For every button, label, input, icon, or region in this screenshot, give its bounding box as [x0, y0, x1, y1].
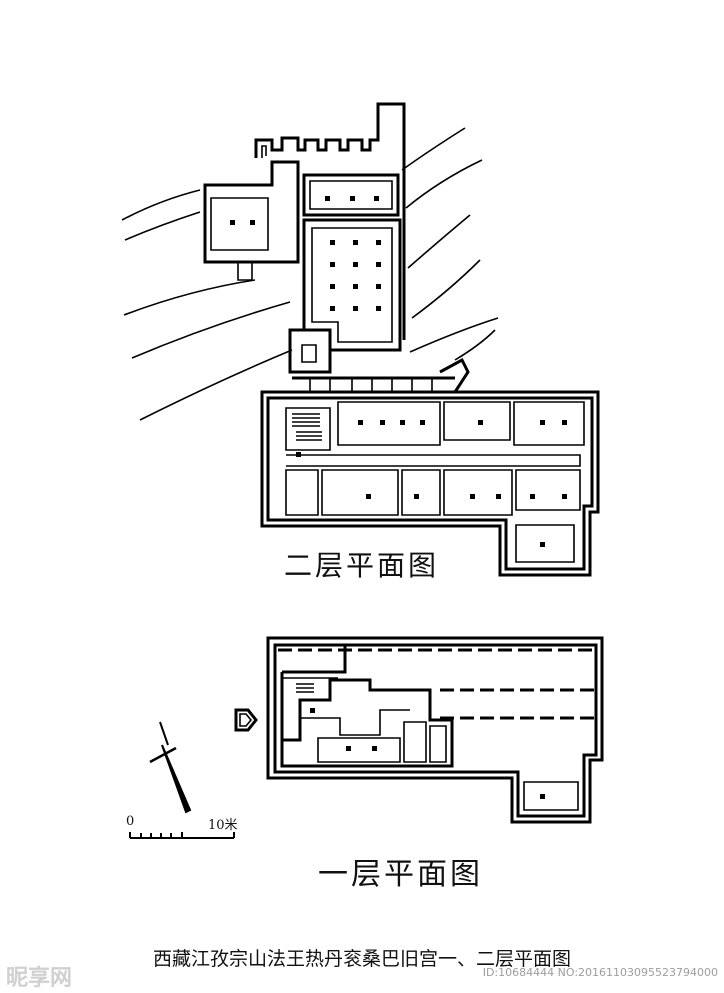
upper-floor-title: 二层平面图 — [284, 549, 440, 582]
scale-end-label: 10米 — [208, 818, 238, 833]
second-floor-main-block — [260, 390, 600, 577]
watermark-id: ID:10684444 NO:20161103095523794000 — [482, 966, 718, 979]
scale-bar — [129, 832, 235, 839]
north-arrow — [149, 721, 192, 814]
watermark-brand: 昵享网 — [6, 966, 73, 991]
upper-block-columns — [230, 196, 381, 311]
second-floor-columns — [296, 420, 567, 547]
terrain-contours — [121, 127, 499, 421]
scale-start-label: 0 — [126, 814, 135, 829]
figure-caption: 西藏江孜宗山法王热丹衮桑巴旧宫一、二层平面图 — [152, 948, 571, 970]
upper-floor-north-block — [203, 102, 470, 394]
first-floor-columns — [310, 708, 545, 799]
lower-floor-title: 一层平面图 — [318, 857, 483, 892]
first-floor-block — [234, 636, 604, 824]
